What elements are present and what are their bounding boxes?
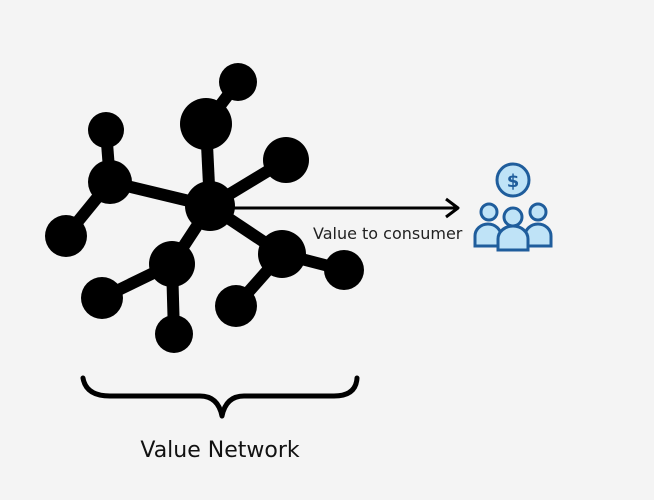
atom-node (88, 112, 124, 148)
atom-node (263, 137, 309, 183)
molecule-atoms (45, 63, 364, 353)
value-arrow (234, 197, 460, 219)
diagram-caption: Value Network (140, 438, 300, 463)
atom-node (180, 98, 232, 150)
atom-node (215, 285, 257, 327)
atom-node (155, 315, 193, 353)
consumers-with-dollar-icon: $ (473, 162, 553, 252)
atom-node (219, 63, 257, 101)
atom-node (81, 277, 123, 319)
svg-text:$: $ (507, 171, 520, 192)
dollar-coin (495, 162, 531, 198)
atom-node (258, 230, 306, 278)
central-atom-node (185, 181, 235, 231)
atom-node (45, 215, 87, 257)
atom-node (149, 241, 195, 287)
atom-node (324, 250, 364, 290)
arrow-label: Value to consumer (313, 224, 463, 243)
atom-node (88, 160, 132, 204)
grouping-brace (80, 375, 360, 419)
